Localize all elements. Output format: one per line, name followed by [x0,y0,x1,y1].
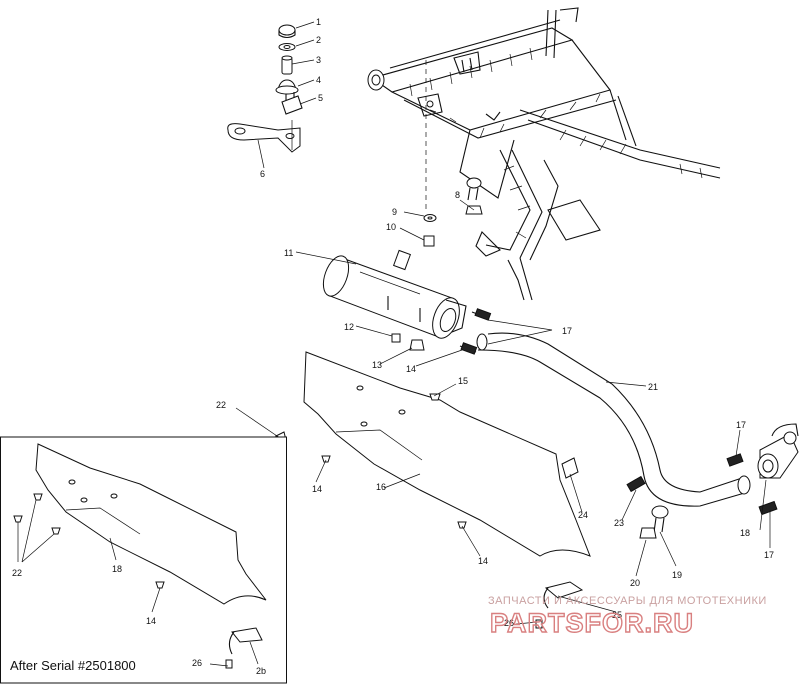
inset-panel: 22 18 14 26 2b After Serial #2501800 [0,436,287,684]
callout: 14 [406,364,416,374]
callout: 22 [216,400,226,410]
callout: 5 [318,93,323,103]
callout: 13 [372,360,382,370]
inset-callout: 14 [146,616,156,626]
callout: 25 [612,610,622,620]
inset-callout: 18 [112,564,122,574]
inset-callout: 26 [192,658,202,668]
callout: 26 [504,618,514,628]
muffler [322,249,467,339]
callout: 1 [316,17,321,27]
callout: 15 [458,376,468,386]
callout: 16 [376,482,386,492]
callout: 17 [562,326,572,336]
callout: 21 [648,382,658,392]
callout: 2 [316,35,321,45]
bolt-10 [423,235,435,247]
callout: 9 [392,207,397,217]
callout-numbers: 1 2 3 4 5 6 8 9 10 11 12 13 14 15 17 21 … [216,17,774,628]
bolt-8 [465,177,483,215]
callout: 19 [672,570,682,580]
callout: 4 [316,75,321,85]
serial-caption: After Serial #2501800 [10,658,136,673]
mount-hardware-stack [275,24,303,115]
callout: 24 [578,510,588,520]
callout: 11 [284,248,293,258]
watermark: ЗАПЧАСТИ И АКСЕССУАРЫ ДЛЯ МОТОТЕХНИКИ PA… [488,595,767,639]
watermark-logo: PARTSFOR.RU [490,608,694,638]
callout: 23 [614,518,624,528]
callout: 6 [260,169,265,179]
callout: 12 [344,322,354,332]
exhaust-flange [757,423,799,479]
springs-upper [459,308,492,355]
inset-callout: 22 [12,568,22,578]
leader-lines [235,21,771,625]
callout: 17 [764,550,774,560]
callout: 14 [478,556,488,566]
callout: 18 [740,528,750,538]
watermark-tagline: ЗАПЧАСТИ И АКСЕССУАРЫ ДЛЯ МОТОТЕХНИКИ [488,595,767,607]
callout: 8 [455,190,460,200]
callout: 14 [312,484,322,494]
callout: 10 [386,222,396,232]
callout: 17 [736,420,746,430]
frame [367,7,721,301]
inset-callout: 2b [256,666,266,676]
callout: 3 [316,55,321,65]
muffler-bracket [227,123,301,153]
callout: 20 [630,578,640,588]
heat-shield [303,351,591,557]
